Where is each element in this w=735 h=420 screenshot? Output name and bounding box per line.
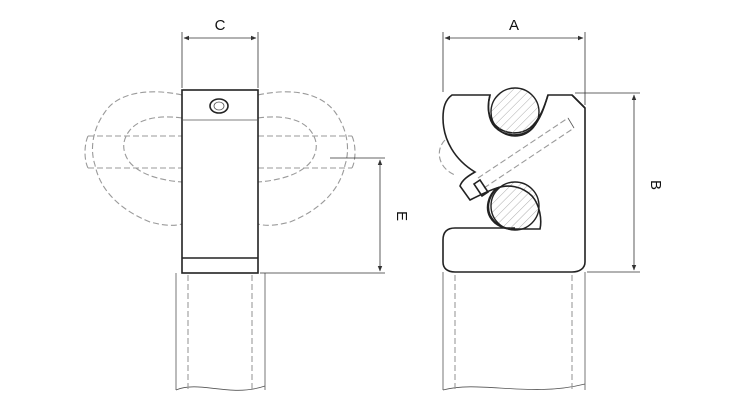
dimension-b-label: B [647,180,664,190]
front-view: A B [438,17,664,391]
dimension-a-label: A [509,17,519,34]
dimension-e: E [260,157,410,274]
dimension-b: B [575,92,664,273]
upper-pin [490,87,540,137]
chain-phantom-right [257,91,356,226]
dimension-c-label: C [215,17,226,34]
dimension-e-label: E [393,211,410,221]
dimension-c: C [181,17,259,88]
lower-pin [490,181,540,231]
side-view: C E [84,17,410,391]
side-block-body [181,89,259,274]
bolt-tip-icon [472,178,490,198]
chain-phantom-left [84,91,183,226]
side-stand [175,273,266,391]
screw-head-icon [209,98,229,114]
locking-bolt [472,117,575,198]
hook-chamfer [571,94,586,109]
front-stand [442,272,586,391]
